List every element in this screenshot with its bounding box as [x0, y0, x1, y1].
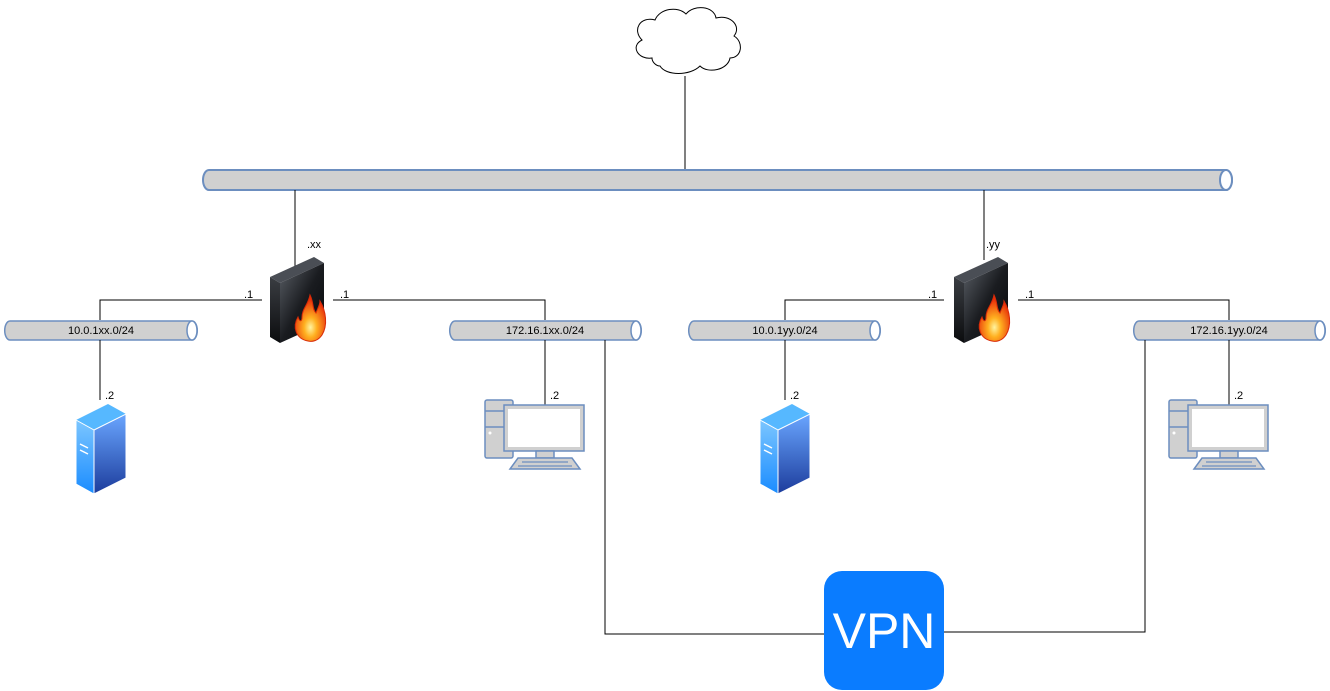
- vpn-gateway[interactable]: VPN: [824, 571, 944, 690]
- firewall-icon[interactable]: [269, 256, 327, 344]
- site-xx: .xx .1 .1 10.0.1xx.0/24 .2 172.16.1xx.0/…: [3, 190, 643, 495]
- vpn-icon[interactable]: [824, 571, 944, 690]
- firewall-client-side-ip: .1: [340, 289, 349, 301]
- server-host-ip: .2: [105, 390, 114, 402]
- firewall-wan-ip: .yy: [986, 239, 1001, 251]
- site-yy: .yy .1 .1 10.0.1yy.0/24 .2 172.16.1yy.0/…: [687, 190, 1327, 495]
- server-network-pipe: 10.0.1xx.0/24: [3, 320, 199, 341]
- server-icon[interactable]: [75, 403, 127, 495]
- server-icon[interactable]: [759, 403, 811, 495]
- firewall-icon[interactable]: [953, 256, 1011, 344]
- firewall-wan-ip: .xx: [307, 239, 322, 251]
- client-lan-wire: [333, 299, 546, 320]
- client-network-pipe: 172.16.1xx.0/24: [448, 320, 643, 341]
- workstation-icon[interactable]: [1168, 399, 1269, 470]
- client-network-label: 172.16.1xx.0/24: [506, 325, 584, 337]
- firewall-client-side-ip: .1: [1025, 289, 1034, 301]
- client-network-label: 172.16.1yy.0/24: [1190, 325, 1267, 337]
- server-network-label: 10.0.1xx.0/24: [68, 325, 134, 337]
- backbone-pipe: [202, 169, 1233, 191]
- client-host-ip: .2: [550, 390, 559, 402]
- workstation-icon[interactable]: [484, 399, 585, 470]
- firewall-server-side-ip: .1: [928, 289, 937, 301]
- server-network-pipe: 10.0.1yy.0/24: [687, 320, 882, 341]
- server-lan-wire: [99, 299, 262, 320]
- vpn-label: VPN: [833, 603, 936, 659]
- server-host-ip: .2: [790, 390, 799, 402]
- client-lan-wire: [1018, 299, 1230, 320]
- client-network-pipe: 172.16.1yy.0/24: [1132, 320, 1327, 341]
- internet-cloud-icon: [635, 7, 741, 74]
- server-network-label: 10.0.1yy.0/24: [752, 325, 817, 337]
- client-host-ip: .2: [1234, 390, 1243, 402]
- firewall-server-side-ip: .1: [244, 289, 253, 301]
- server-lan-wire: [784, 299, 944, 320]
- vpn-link-yy: [944, 340, 1146, 633]
- vpn-link-xx: [604, 340, 824, 635]
